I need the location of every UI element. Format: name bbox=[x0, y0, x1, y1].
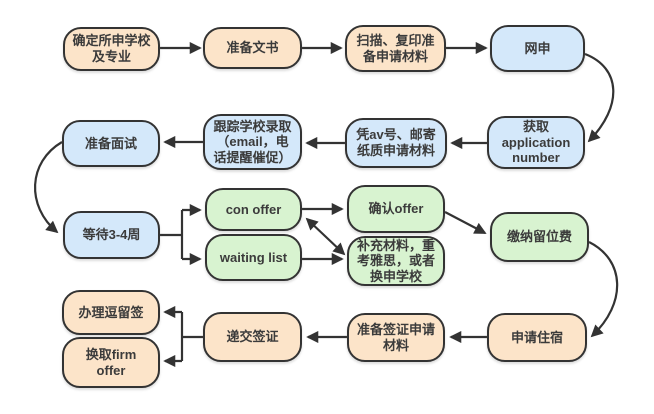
arrow-interview-to-wait bbox=[34, 141, 63, 234]
node-prepare-documents-label: 准备文书 bbox=[226, 40, 279, 56]
node-con-offer: con offer bbox=[205, 188, 302, 231]
node-school-major-label: 确定所申学校 及专业 bbox=[72, 33, 151, 64]
node-submit-visa-label: 递交签证 bbox=[226, 329, 279, 345]
node-pay-deposit-label: 缴纳留位费 bbox=[506, 229, 572, 245]
node-firm-offer-label: 换取firm offer bbox=[85, 346, 137, 378]
node-interview-prep: 准备面试 bbox=[62, 120, 160, 167]
node-submit-visa: 递交签证 bbox=[203, 312, 302, 362]
node-scan-copy-materials-label: 扫描、复印准 备申请材料 bbox=[356, 32, 435, 64]
node-prepare-documents: 准备文书 bbox=[203, 27, 302, 69]
wait-branch-connector bbox=[160, 210, 184, 259]
arrow-conoffer-supplement-bidirectional bbox=[305, 217, 346, 256]
node-visa-materials-label: 准备签证申请 材料 bbox=[356, 321, 435, 353]
arrow-online-to-appnumber bbox=[584, 52, 615, 143]
node-firm-offer: 换取firm offer bbox=[62, 337, 160, 388]
node-supplement-materials-label: 补充材料，重 考雅思，或者 换申学校 bbox=[356, 237, 435, 284]
node-application-number-label: 获取 application number bbox=[501, 119, 571, 166]
node-pay-deposit: 缴纳留位费 bbox=[490, 212, 589, 262]
node-visa-materials: 准备签证申请 材料 bbox=[347, 313, 445, 362]
node-online-application: 网申 bbox=[490, 25, 585, 72]
node-wait-3-4-weeks: 等待3-4周 bbox=[63, 211, 160, 259]
node-wait-3-4-weeks-label: 等待3-4周 bbox=[82, 227, 141, 243]
node-confirm-offer: 确认offer bbox=[347, 185, 445, 233]
arrow-deposit-to-housing bbox=[588, 241, 619, 338]
node-stay-visa: 办理逗留签 bbox=[62, 290, 160, 335]
node-apply-housing: 申请住宿 bbox=[487, 313, 587, 362]
node-stay-visa-label: 办理逗留签 bbox=[78, 304, 144, 320]
node-online-application-label: 网申 bbox=[524, 40, 551, 56]
node-mail-paper-materials-label: 凭av号、邮寄 纸质申请材料 bbox=[356, 127, 436, 158]
node-waiting-list: waiting list bbox=[205, 234, 302, 281]
node-application-number: 获取 application number bbox=[487, 116, 585, 169]
node-track-admission: 跟踪学校录取 （email，电 话提醒催促） bbox=[203, 114, 302, 170]
node-school-major: 确定所申学校 及专业 bbox=[63, 27, 160, 71]
arrow-confirm-to-deposit bbox=[444, 211, 487, 234]
node-interview-prep-label: 准备面试 bbox=[84, 135, 137, 151]
node-mail-paper-materials: 凭av号、邮寄 纸质申请材料 bbox=[345, 118, 447, 168]
node-waiting-list-label: waiting list bbox=[219, 249, 288, 265]
node-confirm-offer-label: 确认offer bbox=[368, 201, 424, 217]
node-supplement-materials: 补充材料，重 考雅思，或者 换申学校 bbox=[347, 236, 445, 286]
node-scan-copy-materials: 扫描、复印准 备申请材料 bbox=[345, 25, 446, 72]
node-apply-housing-label: 申请住宿 bbox=[510, 329, 563, 345]
submit-branch-connector bbox=[180, 312, 203, 361]
node-con-offer-label: con offer bbox=[225, 201, 282, 217]
node-track-admission-label: 跟踪学校录取 （email，电 话提醒催促） bbox=[213, 118, 292, 165]
